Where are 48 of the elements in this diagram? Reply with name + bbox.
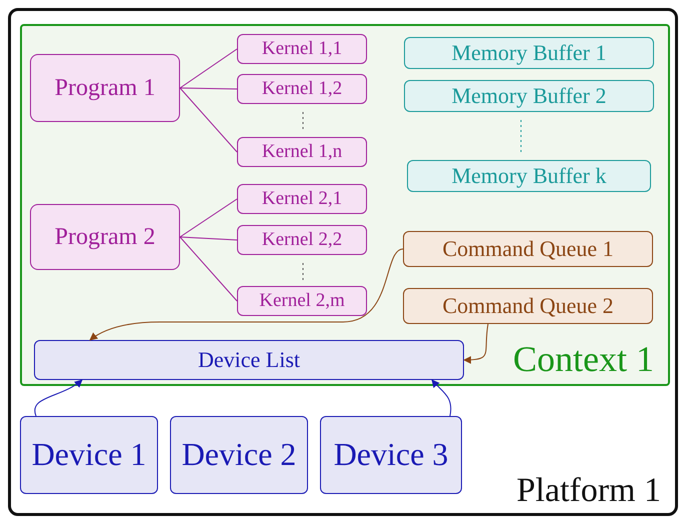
- box-label: Program 2: [54, 224, 156, 250]
- kernel-box: [237, 74, 367, 104]
- box-label: Kernel 1,2: [262, 78, 342, 100]
- box-label: Memory Buffer k: [452, 164, 606, 188]
- box-label: Device List: [198, 348, 300, 372]
- box-title: Context 1: [513, 340, 654, 380]
- connector-line: [180, 88, 238, 90]
- device-box: [320, 416, 462, 494]
- box-label: Kernel 1,n: [262, 142, 342, 162]
- arrow: [34, 380, 83, 416]
- connector-line: [180, 236, 238, 240]
- arrow: [463, 324, 488, 364]
- memory-buffer-box: [407, 160, 651, 192]
- device-box: [170, 416, 308, 494]
- kernel-box: [237, 137, 367, 167]
- box-title: Platform 1: [516, 472, 661, 509]
- connector-line: [180, 236, 238, 302]
- device-list-box: [34, 340, 464, 380]
- box-label: Device 2: [182, 437, 296, 473]
- memory-buffer-box: [404, 80, 654, 112]
- command-queue-box: [403, 231, 653, 267]
- box-label: Kernel 2,2: [262, 230, 342, 250]
- device-box: [20, 416, 158, 494]
- box-label: Command Queue 2: [442, 294, 614, 318]
- kernel-box: [237, 225, 367, 255]
- kernel-box: [237, 184, 367, 214]
- arrow: [431, 379, 452, 416]
- context-box: [20, 24, 670, 386]
- memory-buffer-box: [404, 37, 654, 69]
- box-label: Memory Buffer 2: [452, 84, 606, 108]
- program-box: [30, 204, 180, 270]
- connector-line: [180, 88, 238, 152]
- program-box: [30, 54, 180, 122]
- box-label: Kernel 2,m: [259, 290, 345, 312]
- connector-line: [180, 48, 238, 88]
- box-label: Kernel 1,1: [262, 38, 342, 60]
- kernel-box: [237, 286, 367, 316]
- platform-box: [8, 8, 678, 516]
- box-label: Kernel 2,1: [262, 188, 342, 210]
- connector-line: [180, 198, 238, 238]
- box-label: Memory Buffer 1: [452, 40, 606, 66]
- box-label: Program 1: [54, 74, 156, 102]
- arrow: [89, 248, 404, 340]
- command-queue-box: [403, 288, 653, 324]
- box-label: Command Queue 1: [442, 236, 614, 262]
- box-label: Device 1: [32, 437, 146, 473]
- kernel-box: [237, 34, 367, 64]
- box-label: Device 3: [334, 437, 448, 473]
